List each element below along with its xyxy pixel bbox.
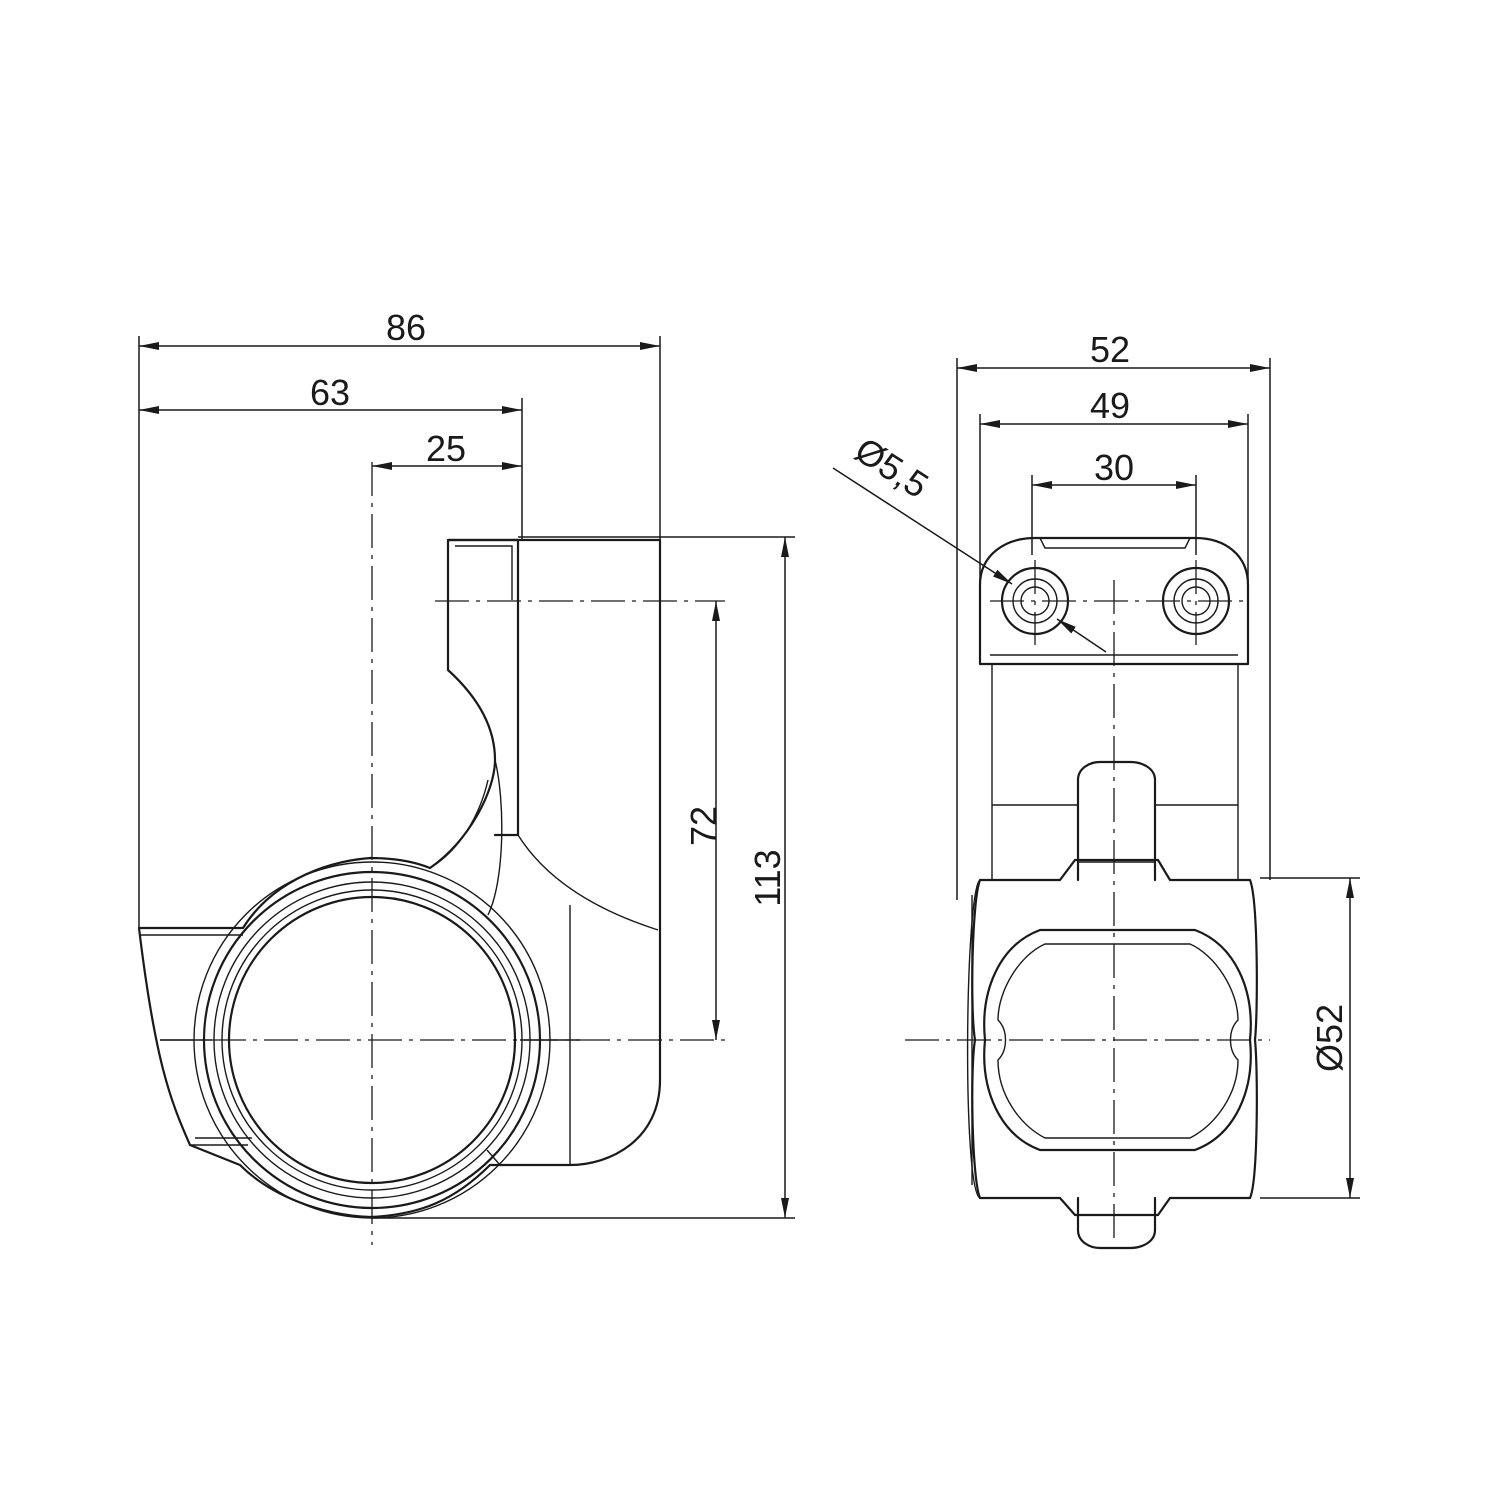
dim-label-tube-diameter: Ø52 xyxy=(1309,1004,1350,1072)
dim-label-52: 52 xyxy=(1090,329,1130,370)
dim-label-86: 86 xyxy=(386,307,426,348)
dim-label-hole-diameter: Ø5,5 xyxy=(848,429,936,506)
dim-label-49: 49 xyxy=(1090,385,1130,426)
dim-label-72: 72 xyxy=(683,806,724,846)
side-view-extension-lines xyxy=(138,336,795,1219)
side-view-dimension-lines xyxy=(139,342,789,1218)
dim-label-30: 30 xyxy=(1094,447,1134,488)
front-view xyxy=(966,536,1258,1250)
side-view-centerlines xyxy=(160,462,725,1245)
dim-label-25: 25 xyxy=(426,428,466,469)
dim-label-63: 63 xyxy=(310,372,350,413)
front-view-dimension-lines xyxy=(832,364,1354,1198)
front-view-extension-lines xyxy=(956,358,1360,1199)
side-view xyxy=(137,538,662,1219)
front-view-centerlines xyxy=(905,560,1270,1245)
dim-label-113: 113 xyxy=(747,849,788,906)
